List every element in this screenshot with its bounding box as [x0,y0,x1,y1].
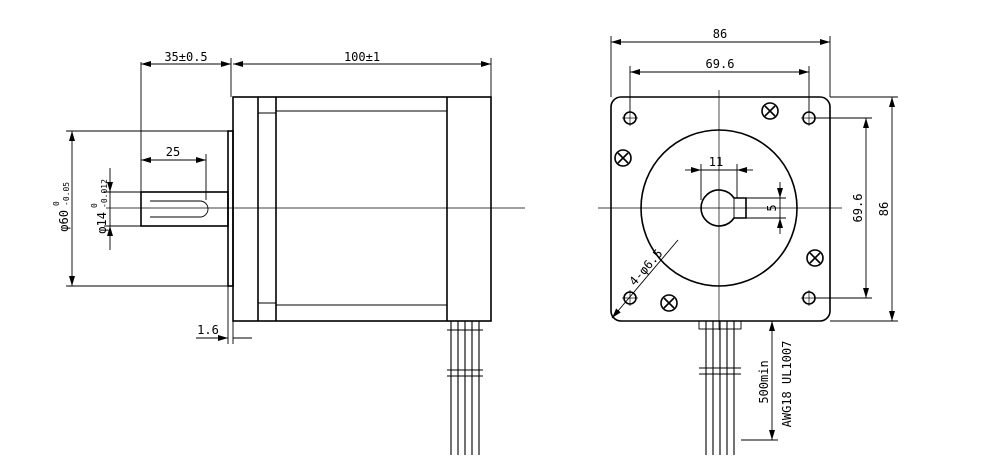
dim-key-width: 11 [709,155,723,169]
dim-boss-tol-upper: 0 [52,201,61,206]
side-view: 35±0.5 100±1 25 1.6 φ60 0 -0.05 φ14 [52,50,525,455]
dim-hole-spacing-h: 69.6 [706,57,735,71]
dim-boss-tol-lower: -0.05 [62,182,71,206]
dim-shaft-tol-upper: 0 [90,203,99,208]
dim-shaft-diameter: φ14 [95,212,109,234]
dim-boss-diameter: φ60 [57,210,71,232]
screw-icon [660,294,678,312]
holes-leader [611,239,679,319]
dim-key-depth: 5 [765,204,779,211]
dim-flat-length: 25 [166,145,180,159]
dim-body-length: 100±1 [344,50,380,64]
dim-lead-length: 500min [757,360,771,403]
front-lead-wires [698,320,742,455]
screw-icon [614,149,632,167]
shaft-section [700,189,747,227]
dim-flange-thickness: 1.6 [197,323,219,337]
screw-icon [761,102,779,120]
boss-circle [640,129,798,287]
dim-height: 86 [877,202,891,216]
dim-shaft-tol-lower: -0.012 [100,179,109,208]
dim-width: 86 [713,27,727,41]
shaft [140,191,229,227]
side-lead-wires [447,321,483,455]
dim-holes: 4-φ6.5 [626,246,665,288]
dim-shaft-length: 35±0.5 [164,50,207,64]
dim-hole-spacing-v: 69.6 [851,194,865,223]
front-view: 86 69.6 86 69.6 11 5 4-φ6.5 [598,27,898,455]
lead-spec: AWG18 UL1007 [780,341,794,428]
motor-body [232,96,492,322]
shaft-flat [150,200,209,218]
screw-icon [806,249,824,267]
